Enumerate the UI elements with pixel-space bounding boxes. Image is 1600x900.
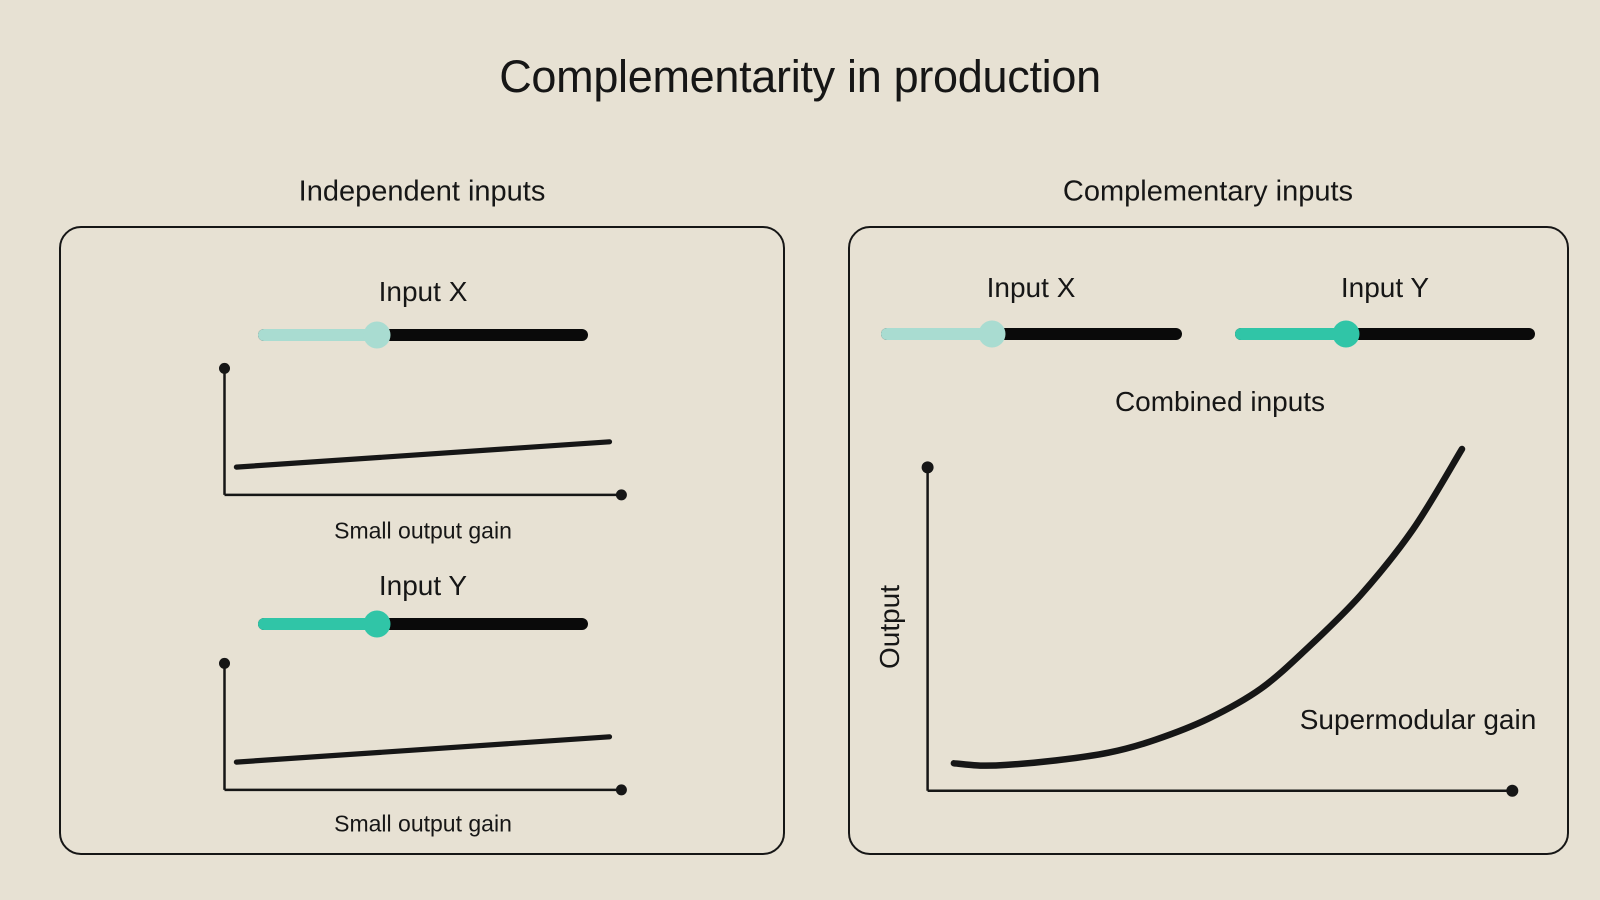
data-line <box>950 445 1466 769</box>
combined-inputs-label: Combined inputs <box>1114 386 1326 417</box>
supermodular-gain-annotation: Supermodular gain <box>1299 704 1537 735</box>
slider-fill <box>258 618 377 630</box>
data-line <box>233 439 613 470</box>
y-axis-end-dot <box>219 657 230 669</box>
y-axis-end-dot <box>921 461 934 474</box>
slider-fill <box>881 328 993 340</box>
left-input-y-slider[interactable] <box>258 610 588 638</box>
input-y-output-chart <box>219 657 627 796</box>
right-input-y-label: Input Y <box>1340 272 1430 303</box>
left-chart1-caption: Small output gain <box>334 517 512 544</box>
x-axis-end-dot <box>615 489 627 501</box>
left-input-x-label: Input X <box>378 276 468 307</box>
page-title: Complementarity in production <box>499 51 1101 102</box>
combined-output-chart <box>921 445 1519 797</box>
x-axis-end-dot <box>615 784 627 796</box>
data-line <box>233 734 613 765</box>
slider-handle[interactable] <box>1332 320 1360 348</box>
input-x-output-chart <box>219 362 627 501</box>
left-input-y-label: Input Y <box>378 570 468 601</box>
right-input-y-slider[interactable] <box>1235 320 1535 348</box>
left-chart2-caption: Small output gain <box>334 810 512 837</box>
complementary-inputs-panel <box>848 226 1569 855</box>
independent-inputs-panel <box>59 226 785 855</box>
left-input-x-slider[interactable] <box>258 321 588 349</box>
right-column-heading: Complementary inputs <box>1062 175 1354 208</box>
right-input-x-label: Input X <box>986 272 1076 303</box>
left-column-heading: Independent inputs <box>298 175 546 208</box>
right-input-x-slider[interactable] <box>881 320 1182 348</box>
slider-fill <box>1235 328 1346 340</box>
x-axis-end-dot <box>1506 784 1519 797</box>
slider-handle[interactable] <box>978 320 1006 348</box>
slider-handle[interactable] <box>363 610 391 638</box>
slider-fill <box>258 329 377 341</box>
slider-handle[interactable] <box>363 321 391 349</box>
y-axis-end-dot <box>219 362 230 374</box>
